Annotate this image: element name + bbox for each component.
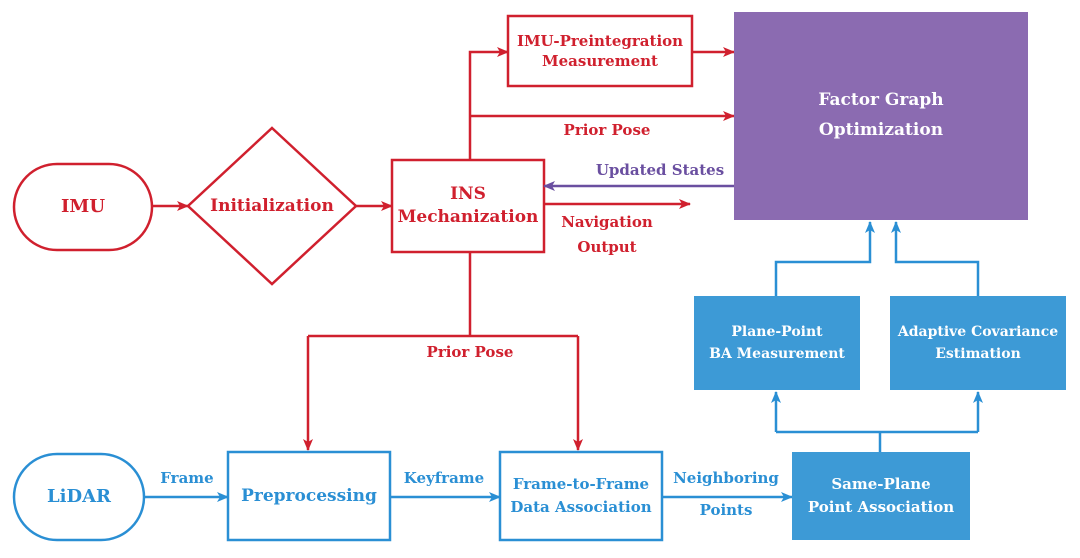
preprocessing-node: Preprocessing — [228, 452, 390, 540]
edge-label-neighboring-points-line2: Points — [699, 501, 753, 519]
preprocessing-label: Preprocessing — [241, 485, 377, 506]
edge-label-frame: Frame — [160, 469, 214, 487]
ins-mechanization-node: INS Mechanization — [392, 160, 544, 252]
edge-label-updated-states: Updated States — [595, 161, 725, 179]
ins-mechanization-shape — [390, 158, 546, 254]
edge-label-prior-pose-bottom: Prior Pose — [426, 343, 514, 361]
adaptive-covariance-label-line2: Estimation — [935, 346, 1021, 362]
line-ins-up — [468, 47, 509, 160]
same-plane-node: Same-Plane Point Association — [792, 452, 970, 540]
plane-point-label-line1: Plane-Point — [731, 323, 823, 340]
plane-point-ba-node: Plane-Point BA Measurement — [694, 296, 860, 390]
frame-to-frame-node: Frame-to-Frame Data Association — [500, 452, 662, 540]
lidar-label: LiDAR — [46, 485, 112, 507]
imu-node: IMU — [14, 164, 152, 250]
imu-preintegration-node: IMU-Preintegration Measurement — [508, 16, 692, 86]
factor-graph-label-line1: Factor Graph — [818, 90, 944, 111]
edge-label-prior-pose-top: Prior Pose — [563, 121, 651, 139]
plane-point-label-line2: BA Measurement — [709, 346, 845, 362]
adaptive-covariance-label-line1: Adaptive Covariance — [897, 323, 1059, 340]
adaptive-covariance-node: Adaptive Covariance Estimation — [890, 296, 1066, 390]
edge-label-neighboring-points-line1: Neighboring — [673, 469, 779, 487]
initialization-node: Initialization — [188, 128, 356, 284]
edge-label-navigation-output-line2: Output — [577, 238, 637, 256]
frame-to-frame-label-line2: Data Association — [510, 498, 652, 516]
frame-to-frame-shape — [498, 450, 664, 542]
factor-graph-label-line2: Optimization — [818, 120, 944, 140]
edge-label-keyframe: Keyframe — [403, 469, 485, 487]
ins-label-line2: Mechanization — [397, 207, 539, 227]
frame-to-frame-label-line1: Frame-to-Frame — [512, 474, 650, 493]
imu-label: IMU — [60, 195, 106, 217]
preintegration-label-line1: IMU-Preintegration — [516, 31, 684, 50]
ins-label-line1: INS — [450, 184, 486, 205]
line-plane-point-to-factor-graph — [774, 221, 875, 296]
edge-label-navigation-output-line1: Navigation — [561, 213, 653, 231]
factor-graph-node: Factor Graph Optimization — [734, 12, 1028, 220]
same-plane-label-line2: Point Association — [807, 498, 955, 516]
same-plane-label-line1: Same-Plane — [831, 474, 931, 493]
preprocessing-shape — [226, 450, 392, 542]
line-adaptive-covariance-to-factor-graph — [891, 221, 980, 296]
initialization-label: Initialization — [210, 195, 334, 216]
initialization-decision-shape — [186, 126, 358, 286]
preintegration-label-line2: Measurement — [542, 52, 658, 70]
lidar-node: LiDAR — [14, 454, 144, 540]
